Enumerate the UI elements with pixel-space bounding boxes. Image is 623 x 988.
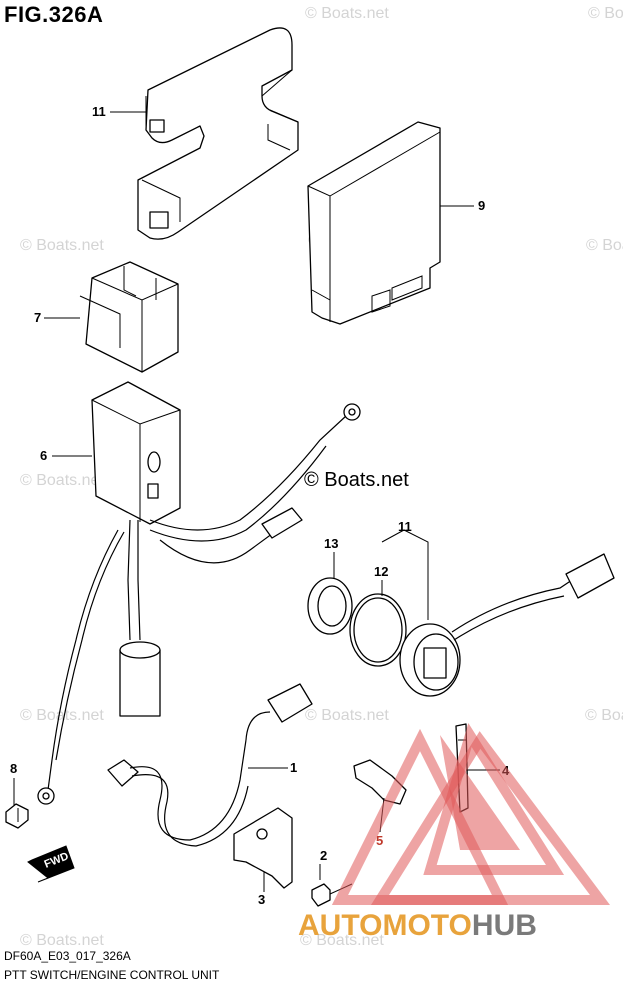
part-cover (137, 27, 299, 240)
part-regulator (37, 381, 361, 805)
watermark-text: © Boats.net (305, 5, 389, 22)
fwd-arrow: FWD (27, 845, 75, 883)
watermark-text: © Boats.net (20, 472, 104, 489)
callout-10: 11 (92, 104, 106, 119)
callout-2: 2 (320, 848, 327, 863)
callout-8: 8 (10, 761, 17, 776)
watermark-text: © Boats.net (20, 932, 104, 949)
part-connector-cover (79, 261, 179, 373)
footer-code: DF60A_E03_017_326A (4, 949, 131, 963)
callout-3: 3 (258, 892, 265, 907)
callout-11: 11 (398, 519, 412, 534)
logo-text-a: AUTOMOTO (298, 909, 472, 942)
part-bracket (233, 807, 293, 889)
callout-6: 6 (40, 448, 47, 463)
part-o-ring (349, 593, 407, 667)
part-ptt-switch (399, 553, 615, 697)
callout-12: 12 (374, 564, 388, 579)
watermark-text: © Boats.net (586, 237, 623, 254)
logo-text: AUTOMOTOHUB (298, 909, 537, 942)
part-nut (307, 577, 353, 635)
part-engine-control-unit (307, 121, 441, 325)
automotohub-logo: AUTOMOTOHUB (298, 722, 610, 942)
watermark-text: © Boats.net (588, 5, 623, 22)
part-wire-harness (107, 683, 313, 847)
watermark-text: © Boats.net (300, 932, 384, 949)
callout-5: 5 (376, 833, 383, 848)
callout-7: 7 (34, 310, 41, 325)
callout-13: 13 (324, 536, 338, 551)
watermark-group: © Boats.net © Boats.net © Boats.net © Bo… (20, 5, 623, 949)
figure-title: FIG.326A (4, 2, 104, 27)
callout-9: 9 (478, 198, 485, 213)
watermark-text: © Boats.net (20, 707, 104, 724)
copyright-text: © Boats.net (304, 469, 409, 491)
logo-text-b: HUB (472, 909, 537, 942)
watermark-text: © Boats.net (585, 707, 623, 724)
callout-1: 1 (290, 760, 297, 775)
footer-caption: PTT SWITCH/ENGINE CONTROL UNIT (4, 968, 220, 982)
watermark-text: © Boats.net (305, 707, 389, 724)
watermark-text: © Boats.net (20, 237, 104, 254)
part-bolt (5, 803, 29, 829)
logo-triangle-outline (370, 731, 610, 905)
